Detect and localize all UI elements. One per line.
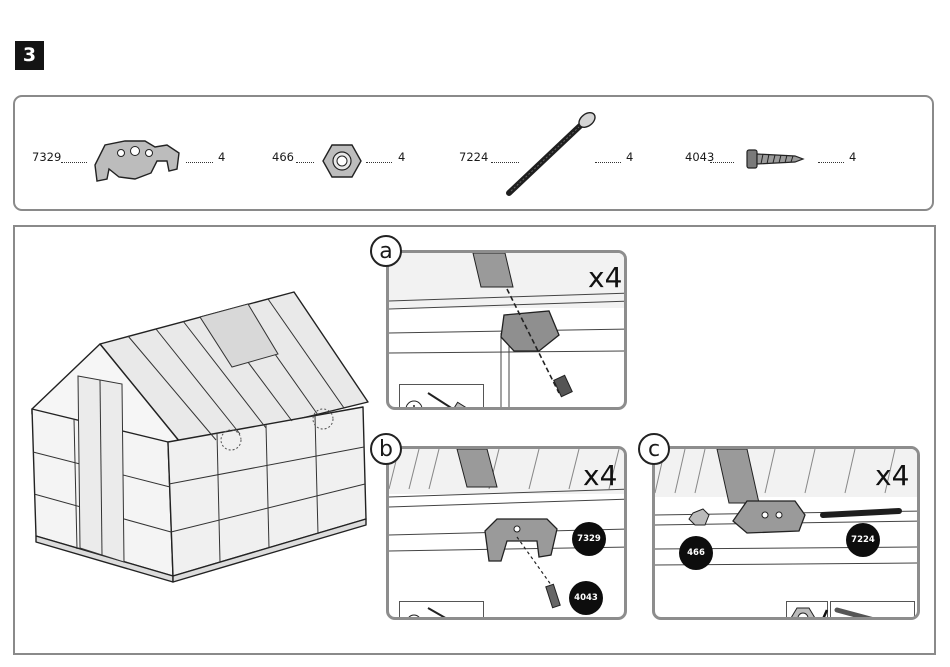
part-qty: 4 — [398, 150, 405, 164]
leader-line — [61, 162, 87, 163]
step-number-badge: 3 — [15, 41, 44, 70]
part-code: 7224 — [459, 150, 488, 164]
part-item: 466 4 — [265, 97, 435, 213]
nut-check-box — [786, 601, 828, 620]
detail-panel-b: x4 7329 4043 — [386, 446, 627, 620]
part-item: 4043 4 — [680, 97, 880, 213]
greenhouse-illustration — [28, 284, 373, 584]
bolt-icon — [503, 111, 603, 201]
leader-line — [818, 162, 844, 163]
screwdriver-icon — [400, 385, 485, 410]
detail-panel-a: x4 — [386, 250, 627, 410]
screwdriver-tool-box — [399, 601, 484, 620]
part-number-badge: 7224 — [846, 523, 880, 557]
bracket-icon — [89, 135, 185, 185]
step-letter-a: a — [370, 235, 402, 267]
multiplier-label: x4 — [875, 459, 909, 492]
detail-panel-c: x4 466 7224 — [652, 446, 920, 620]
step-letter-b: b — [370, 433, 402, 465]
part-item: 7224 4 — [447, 97, 647, 213]
part-qty: 4 — [849, 150, 856, 164]
parts-list-panel: 7329 4 466 4 7224 4 — [13, 95, 934, 211]
step-letter-c: c — [638, 433, 670, 465]
leader-line — [296, 162, 314, 163]
check-icon — [787, 602, 829, 620]
part-number-badge: 466 — [679, 536, 713, 570]
leader-line — [366, 162, 392, 163]
part-qty: 4 — [626, 150, 633, 164]
part-item: 7329 4 — [15, 97, 245, 213]
part-number-badge: 7329 — [572, 522, 606, 556]
leader-line — [595, 162, 621, 163]
part-code: 7329 — [32, 150, 61, 164]
screw-icon — [745, 147, 805, 171]
bolt-tool-box — [830, 601, 915, 620]
part-number-badge: 4043 — [569, 581, 603, 615]
leader-line — [710, 162, 734, 163]
screwdriver-tool-box — [399, 384, 484, 410]
nut-icon — [321, 141, 363, 181]
multiplier-label: x4 — [583, 459, 617, 492]
screwdriver-icon — [400, 602, 485, 620]
multiplier-label: x4 — [588, 261, 622, 294]
leader-line — [186, 162, 213, 163]
bolt-insert-icon — [831, 602, 916, 620]
part-code: 466 — [272, 150, 294, 164]
part-qty: 4 — [218, 150, 225, 164]
